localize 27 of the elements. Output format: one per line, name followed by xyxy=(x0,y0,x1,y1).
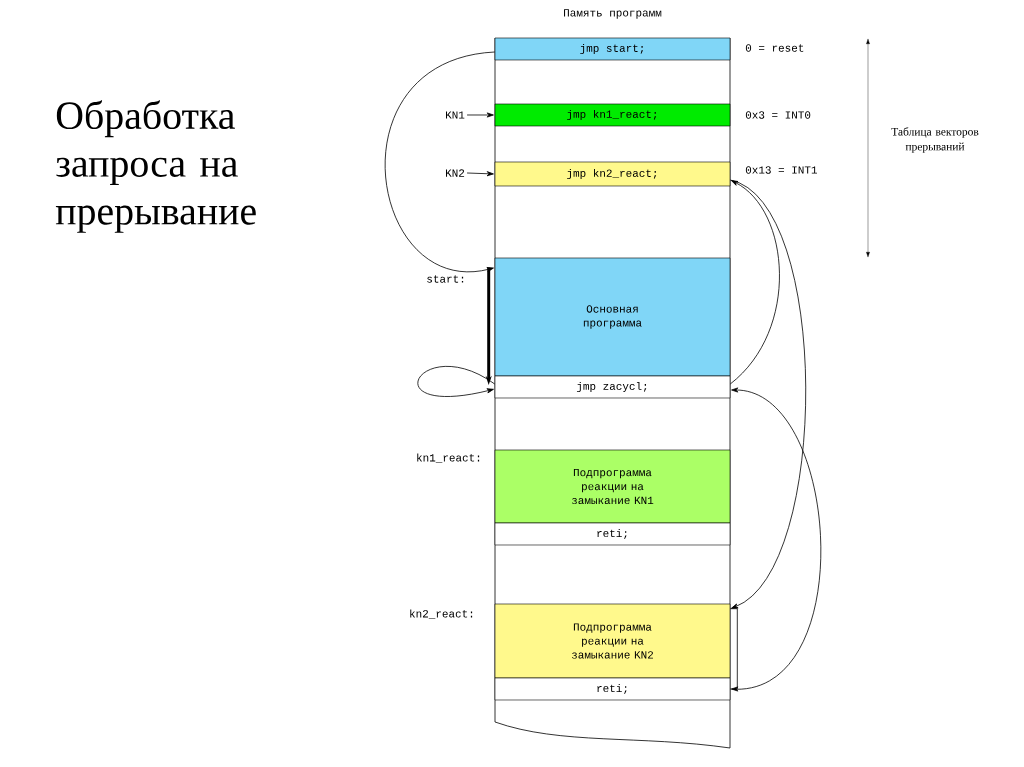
memory-cell: jmp kn1_react; xyxy=(494,103,731,127)
arrow xyxy=(417,366,496,397)
arrow xyxy=(729,180,780,385)
arrow xyxy=(729,608,739,692)
arrow xyxy=(466,112,494,118)
memory-cell: jmp kn2_react; xyxy=(494,161,731,187)
memory-cell: reti; xyxy=(494,677,731,701)
code-block: Подпрограмма реакции на замыкание KN1 xyxy=(494,449,731,524)
table-label: Таблица векторов прерываний xyxy=(891,127,979,153)
memory-cell: jmp start; xyxy=(494,37,731,61)
memory-cell: jmp zacycl; xyxy=(494,375,731,399)
code-label: kn1_react: xyxy=(417,453,480,463)
signal-label: KN2 xyxy=(446,169,465,177)
arrow xyxy=(729,387,822,690)
memory-cell: reti; xyxy=(494,522,731,546)
address-label: 0 = reset xyxy=(745,44,804,52)
arrow xyxy=(729,179,807,609)
signal-label: KN1 xyxy=(446,111,465,119)
code-block: Подпрограмма реакции на замыкание KN2 xyxy=(494,603,731,679)
address-label: 0x3 = INT0 xyxy=(745,111,811,119)
code-block: Основная программа xyxy=(494,257,731,377)
arrow xyxy=(385,51,496,273)
address-label: 0x13 = INT1 xyxy=(745,166,817,174)
code-label: start: xyxy=(427,275,464,283)
title: Обработка запроса на прерывание xyxy=(55,100,256,233)
arrow xyxy=(466,171,494,177)
code-label: kn2_react: xyxy=(410,609,473,619)
